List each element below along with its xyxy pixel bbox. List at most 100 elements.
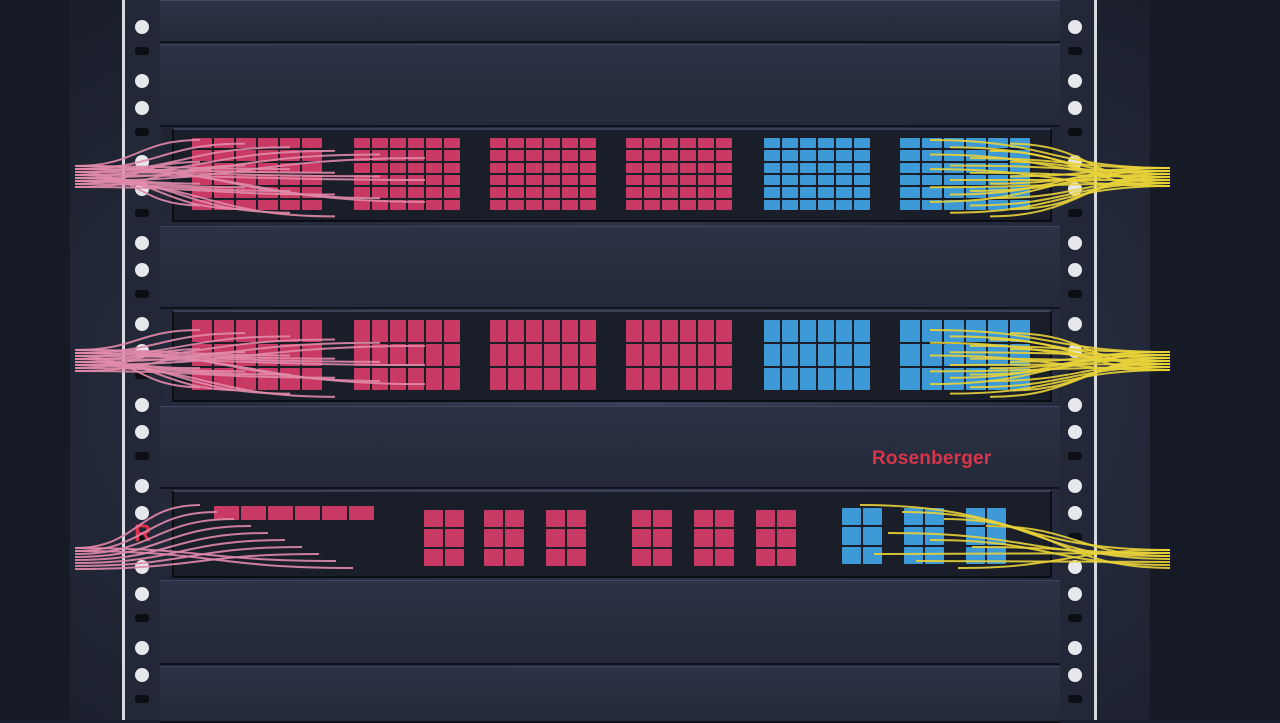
fiber-port[interactable]: [444, 344, 460, 366]
fiber-port[interactable]: [390, 138, 406, 149]
fiber-port[interactable]: [782, 150, 798, 161]
fiber-port[interactable]: [944, 162, 964, 173]
fiber-port[interactable]: [644, 174, 660, 186]
fiber-port[interactable]: [680, 150, 696, 161]
fiber-port[interactable]: [626, 187, 642, 198]
fiber-port[interactable]: [782, 174, 798, 186]
fiber-port[interactable]: [988, 344, 1008, 366]
fiber-port[interactable]: [426, 368, 442, 390]
fiber-port[interactable]: [854, 174, 870, 186]
fiber-port[interactable]: [526, 138, 542, 149]
fiber-port[interactable]: [408, 150, 424, 161]
fiber-port[interactable]: [966, 344, 986, 366]
fiber-port[interactable]: [756, 510, 775, 528]
fiber-port[interactable]: [818, 344, 834, 366]
fiber-port[interactable]: [408, 344, 424, 366]
fiber-port[interactable]: [764, 162, 780, 173]
fiber-port[interactable]: [372, 162, 388, 173]
fiber-port[interactable]: [966, 138, 986, 149]
fiber-port[interactable]: [662, 344, 678, 366]
fiber-port[interactable]: [505, 529, 524, 547]
fiber-port[interactable]: [322, 506, 347, 520]
fiber-port[interactable]: [544, 174, 560, 186]
fiber-port[interactable]: [900, 368, 920, 390]
fiber-port[interactable]: [716, 199, 732, 210]
fiber-port[interactable]: [490, 199, 506, 210]
fiber-port[interactable]: [280, 138, 300, 149]
fiber-port[interactable]: [544, 368, 560, 390]
fiber-port[interactable]: [1010, 150, 1030, 161]
fiber-port[interactable]: [698, 150, 714, 161]
fiber-port[interactable]: [426, 320, 442, 342]
fiber-port[interactable]: [562, 368, 578, 390]
fiber-port[interactable]: [280, 174, 300, 186]
fiber-port[interactable]: [626, 162, 642, 173]
fiber-port[interactable]: [241, 506, 266, 520]
fiber-port[interactable]: [390, 162, 406, 173]
fiber-port[interactable]: [782, 138, 798, 149]
fiber-port[interactable]: [426, 199, 442, 210]
fiber-port[interactable]: [818, 162, 834, 173]
fiber-port[interactable]: [800, 344, 816, 366]
fiber-port[interactable]: [424, 510, 443, 528]
fiber-port[interactable]: [662, 320, 678, 342]
fiber-port[interactable]: [562, 199, 578, 210]
fiber-port[interactable]: [662, 368, 678, 390]
fiber-port[interactable]: [372, 138, 388, 149]
fiber-port[interactable]: [836, 162, 852, 173]
fiber-port[interactable]: [716, 138, 732, 149]
fiber-port[interactable]: [444, 187, 460, 198]
fiber-port[interactable]: [836, 320, 852, 342]
fiber-port[interactable]: [505, 510, 524, 528]
fiber-port[interactable]: [854, 199, 870, 210]
fiber-port[interactable]: [988, 320, 1008, 342]
fiber-port[interactable]: [904, 527, 923, 545]
fiber-port[interactable]: [372, 368, 388, 390]
fiber-port[interactable]: [390, 199, 406, 210]
fiber-port[interactable]: [716, 150, 732, 161]
fiber-port[interactable]: [354, 368, 370, 390]
fiber-port[interactable]: [354, 199, 370, 210]
fiber-port[interactable]: [526, 320, 542, 342]
fiber-port[interactable]: [922, 174, 942, 186]
fiber-port[interactable]: [715, 529, 734, 547]
fiber-port[interactable]: [562, 138, 578, 149]
fiber-port[interactable]: [390, 150, 406, 161]
fiber-port[interactable]: [490, 320, 506, 342]
fiber-port[interactable]: [508, 344, 524, 366]
fiber-port[interactable]: [644, 320, 660, 342]
fiber-port[interactable]: [236, 162, 256, 173]
fiber-port[interactable]: [626, 150, 642, 161]
fiber-port[interactable]: [258, 174, 278, 186]
fiber-port[interactable]: [800, 138, 816, 149]
fiber-port[interactable]: [818, 187, 834, 198]
fiber-port[interactable]: [716, 162, 732, 173]
fiber-port[interactable]: [302, 320, 322, 342]
fiber-port[interactable]: [800, 162, 816, 173]
fiber-port[interactable]: [900, 150, 920, 161]
fiber-port[interactable]: [508, 162, 524, 173]
fiber-port[interactable]: [653, 548, 672, 566]
fiber-port[interactable]: [505, 548, 524, 566]
fiber-port[interactable]: [508, 174, 524, 186]
fiber-port[interactable]: [1010, 199, 1030, 210]
fiber-port[interactable]: [426, 138, 442, 149]
fiber-port[interactable]: [508, 320, 524, 342]
fiber-port[interactable]: [280, 199, 300, 210]
fiber-port[interactable]: [925, 546, 944, 564]
fiber-port[interactable]: [426, 187, 442, 198]
fiber-port[interactable]: [526, 162, 542, 173]
fiber-port[interactable]: [626, 174, 642, 186]
fiber-port[interactable]: [944, 138, 964, 149]
fiber-port[interactable]: [653, 529, 672, 547]
fiber-port[interactable]: [854, 138, 870, 149]
fiber-port[interactable]: [800, 368, 816, 390]
fiber-port[interactable]: [694, 548, 713, 566]
fiber-port[interactable]: [782, 162, 798, 173]
fiber-port[interactable]: [836, 344, 852, 366]
fiber-port[interactable]: [863, 546, 882, 564]
fiber-port[interactable]: [922, 138, 942, 149]
fiber-port[interactable]: [490, 368, 506, 390]
fiber-port[interactable]: [268, 506, 293, 520]
fiber-port[interactable]: [716, 368, 732, 390]
